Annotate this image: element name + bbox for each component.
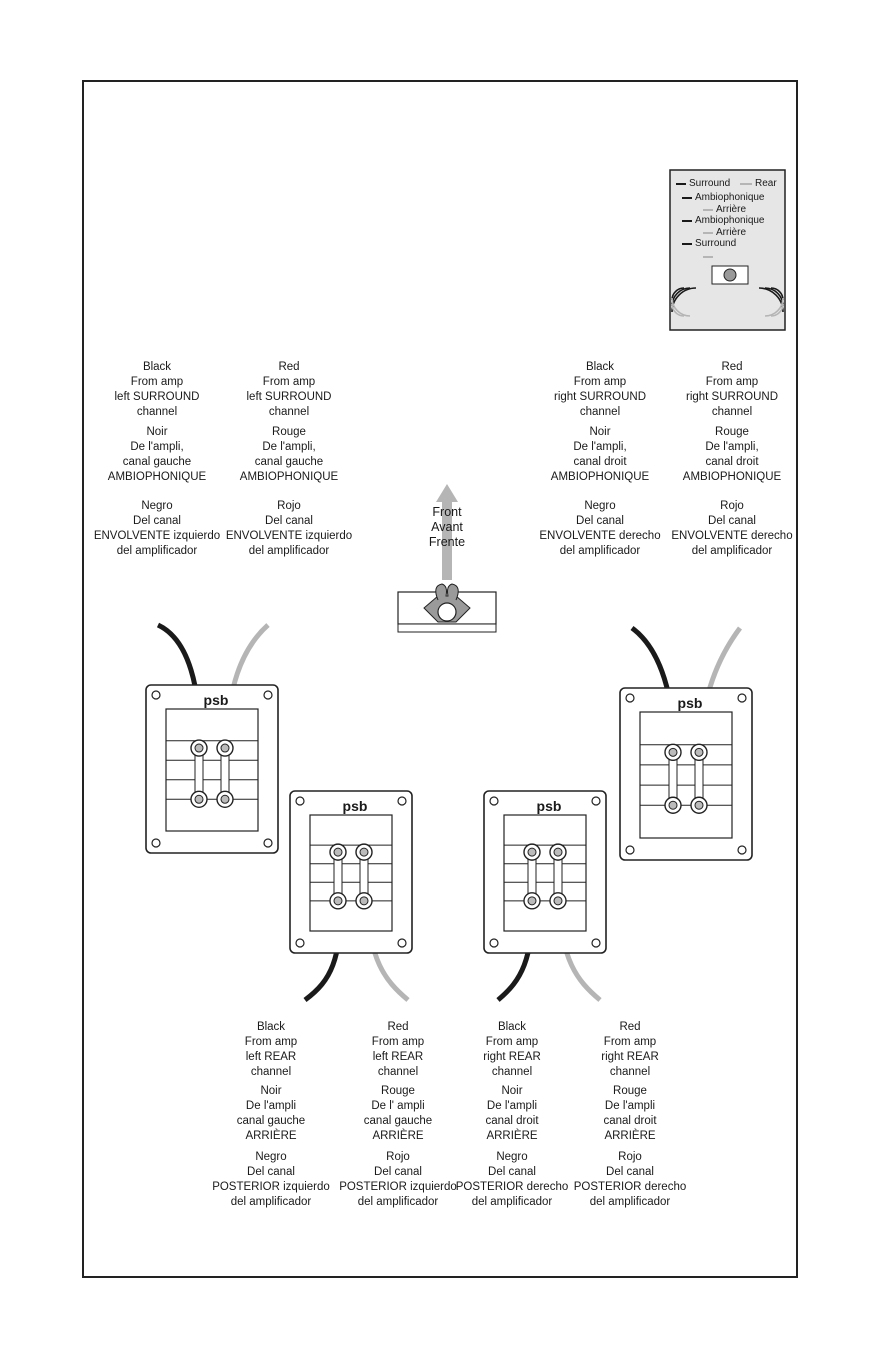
legend-surround-label: Surround — [689, 178, 731, 189]
label-left-surround-red-es: Rojo Del canal ENVOLVENTE izquierdo del … — [225, 500, 353, 557]
front-label: Front Avant Frente — [428, 505, 466, 549]
label-left-rear-black-fr: Noir De l'ampli canal gauche ARRIÈRE — [236, 1085, 306, 1142]
screw-icon — [591, 796, 601, 806]
screw-icon — [397, 938, 407, 948]
screw-icon — [295, 938, 305, 948]
listener-head-icon — [437, 602, 457, 622]
screw-icon — [737, 845, 747, 855]
label-right-surround-red-en: Red From amp right SURROUND channel — [685, 361, 778, 418]
speaker-right-rear: psb — [483, 790, 607, 954]
label-left-rear-black-es: Negro Del canal POSTERIOR izquierdo del … — [212, 1151, 330, 1208]
legend-surround: Surround — [689, 178, 730, 190]
label-right-rear-black-fr: Noir De l'ampli canal droit ARRIÈRE — [485, 1085, 539, 1142]
legend-ambiophonique-1: Ambiophonique — [695, 192, 765, 203]
front-arrow-icon — [436, 484, 458, 580]
label-right-surround-black-en: Black From amp right SURROUND channel — [553, 361, 646, 418]
label-left-surround-red-en: Red From amp left SURROUND channel — [246, 361, 332, 418]
label-left-surround-black-es: Negro Del canal ENVOLVENTE izquierdo del… — [93, 500, 221, 557]
diagram-frame — [82, 80, 798, 1278]
screw-icon — [151, 838, 161, 848]
label-left-surround-black-fr: Noir De l'ampli, canal gauche AMBIOPHONI… — [107, 426, 207, 483]
screw-icon — [263, 838, 273, 848]
screw-icon — [489, 796, 499, 806]
speaker-right-surround: psb — [619, 687, 753, 861]
screw-icon — [591, 938, 601, 948]
speaker-left-rear: psb — [289, 790, 413, 954]
psb-logo: psb — [204, 692, 229, 708]
legend-surround-2: Surround — [695, 238, 737, 249]
label-left-rear-red-es: Rojo Del canal POSTERIOR izquierdo del a… — [339, 1151, 457, 1208]
label-right-rear-black-es: Negro Del canal POSTERIOR derecho del am… — [455, 1151, 569, 1208]
screw-icon — [625, 845, 635, 855]
listener-icon — [723, 268, 737, 282]
left-speaker-waves-icon — [671, 287, 697, 317]
screw-icon — [489, 938, 499, 948]
screw-icon — [397, 796, 407, 806]
screw-icon — [737, 693, 747, 703]
screw-icon — [295, 796, 305, 806]
legend-rear: Rear — [755, 178, 777, 189]
label-left-rear-black-en: Black From amp left REAR channel — [244, 1021, 298, 1078]
screw-icon — [263, 690, 273, 700]
right-speaker-waves-icon — [758, 287, 784, 317]
legend-arriere-2: Arrière — [716, 227, 747, 238]
label-left-rear-red-fr: Rouge De l' ampli canal gauche ARRIÈRE — [363, 1085, 433, 1142]
label-right-surround-red-es: Rojo Del canal ENVOLVENTE derecho del am… — [671, 500, 793, 557]
label-right-surround-black-fr: Noir De l'ampli, canal droit AMBIOPHONIQ… — [550, 426, 650, 483]
screw-icon — [151, 690, 161, 700]
label-left-surround-red-fr: Rouge De l'ampli, canal gauche AMBIOPHON… — [239, 426, 339, 483]
psb-logo: psb — [537, 798, 562, 814]
label-right-rear-black-en: Black From amp right REAR channel — [483, 1021, 541, 1078]
label-right-surround-red-fr: Rouge De l'ampli, canal droit AMBIOPHONI… — [682, 426, 782, 483]
label-left-rear-red-en: Red From amp left REAR channel — [371, 1021, 425, 1078]
legend-panel — [669, 169, 786, 331]
screw-icon — [625, 693, 635, 703]
label-right-surround-black-es: Negro Del canal ENVOLVENTE derecho del a… — [539, 500, 661, 557]
psb-logo: psb — [343, 798, 368, 814]
label-right-rear-red-en: Red From amp right REAR channel — [601, 1021, 659, 1078]
label-right-rear-red-es: Rojo Del canal POSTERIOR derecho del amp… — [573, 1151, 687, 1208]
legend-ambiophonique-2: Ambiophonique — [695, 215, 765, 226]
legend-arriere-1: Arrière — [716, 204, 747, 215]
speaker-left-surround: psb — [145, 684, 279, 854]
psb-logo: psb — [678, 695, 703, 711]
label-right-rear-red-fr: Rouge De l'ampli canal droit ARRIÈRE — [603, 1085, 657, 1142]
label-left-surround-black-en: Black From amp left SURROUND channel — [114, 361, 200, 418]
listener-seat — [397, 583, 497, 633]
